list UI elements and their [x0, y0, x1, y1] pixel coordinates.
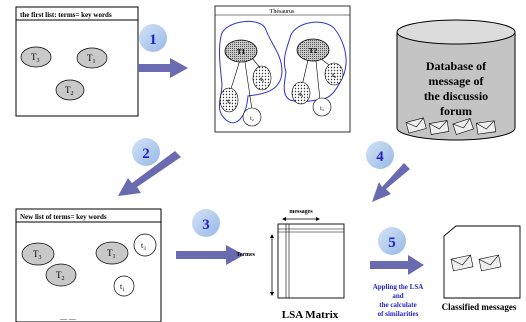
thesaurus-node: t₄ — [312, 97, 332, 117]
database-label: Database of — [426, 59, 487, 73]
svg-text:T2: T2 — [309, 47, 318, 55]
svg-text:T2: T2 — [56, 270, 65, 282]
svg-text:the calculate: the calculate — [379, 301, 417, 309]
first-list-panel: the first list: terms= key words T3 T1 T… — [15, 6, 139, 117]
svg-text:t₃: t₃ — [299, 92, 303, 98]
term-node: T3 — [20, 46, 52, 68]
svg-text:2: 2 — [142, 146, 150, 162]
arrow-right-icon — [176, 245, 244, 265]
step-badge: 3 — [192, 209, 220, 237]
svg-text:t₃: t₃ — [332, 73, 336, 79]
term-node: t3 — [133, 233, 157, 257]
envelope-icon — [478, 254, 502, 272]
new-list-title: New list of terms= key words — [20, 213, 107, 221]
matrix-top-label: messages — [289, 209, 313, 215]
svg-text:t₂: t₂ — [250, 116, 254, 122]
term-node: T3 — [21, 242, 55, 266]
arrow-down-left-icon — [118, 151, 181, 196]
lsa-matrix: messages Termes LSA Matrix — [236, 209, 345, 321]
thesaurus-node: T1 — [224, 39, 258, 63]
svg-text:t₄: t₄ — [320, 106, 324, 112]
svg-text:t₁: t₁ — [227, 99, 231, 105]
svg-text:of similarities: of similarities — [378, 310, 419, 318]
thesaurus-title: Thésaurus — [270, 9, 295, 15]
envelope-icon — [476, 120, 497, 135]
arrow-right-icon — [370, 255, 424, 275]
first-list-title: the first list: terms= key words — [20, 11, 112, 19]
svg-text:t1: t1 — [120, 282, 125, 293]
arrow-right-icon — [138, 58, 188, 78]
term-node: T2 — [55, 79, 85, 101]
svg-text:T1: T1 — [87, 53, 96, 65]
svg-text:t₂: t₂ — [260, 77, 264, 83]
thesaurus-node: t₃ — [291, 81, 311, 105]
svg-text:T1: T1 — [237, 48, 246, 56]
step-badge: 2 — [132, 138, 160, 166]
step-badge: 5 — [378, 227, 406, 255]
svg-text:and: and — [392, 292, 403, 300]
svg-text:T3: T3 — [31, 52, 40, 64]
cluster-outline — [218, 20, 283, 124]
svg-text:1: 1 — [149, 32, 157, 48]
svg-text:Appling the LSA: Appling the LSA — [373, 283, 424, 291]
term-node: T1 — [95, 241, 129, 265]
svg-text:5: 5 — [388, 235, 396, 251]
svg-text:T2: T2 — [65, 85, 74, 97]
svg-text:T1: T1 — [107, 248, 116, 260]
thesaurus-panel: Thésaurus T1 T2 t₂ t₁ — [214, 5, 351, 133]
svg-text:the discussio: the discussio — [424, 89, 488, 103]
term-node: t1 — [113, 275, 135, 297]
svg-text:message of: message of — [429, 74, 485, 88]
svg-text:forum: forum — [440, 104, 472, 118]
thesaurus-node: t₁ — [219, 87, 239, 113]
thesaurus-node: t₂ — [242, 107, 262, 127]
step5-annotation: Appling the LSA and the calculate of sim… — [373, 283, 424, 318]
step-badge: 1 — [139, 24, 167, 52]
classified-messages-panel: Classified messages — [442, 225, 521, 312]
database-icon: Database of message of the discussio for… — [396, 19, 516, 141]
svg-text:T3: T3 — [33, 249, 42, 261]
term-node: T2 — [45, 263, 77, 287]
envelope-icon — [428, 120, 450, 135]
svg-text:3: 3 — [202, 217, 210, 233]
term-node: T1 — [76, 47, 108, 69]
thesaurus-node: t₂ — [252, 65, 272, 91]
matrix-caption: LSA Matrix — [282, 309, 339, 321]
cut-off-text: — — — [59, 315, 77, 322]
thesaurus-node: t₃ — [324, 62, 344, 86]
step-badge: 4 — [366, 141, 394, 169]
cluster-outline — [283, 21, 347, 103]
envelope-icon — [452, 118, 474, 135]
new-list-panel: New list of terms= key words T3 T1 t3 T2… — [15, 208, 162, 322]
svg-text:4: 4 — [376, 149, 384, 165]
envelope-icon — [450, 254, 474, 272]
arrow-down-left-icon — [372, 163, 410, 202]
svg-text:t3: t3 — [141, 241, 146, 252]
thesaurus-node: T2 — [296, 38, 330, 62]
envelope-icon — [405, 117, 427, 134]
matrix-side-label: Termes — [236, 252, 255, 258]
classified-caption: Classified messages — [442, 302, 517, 312]
